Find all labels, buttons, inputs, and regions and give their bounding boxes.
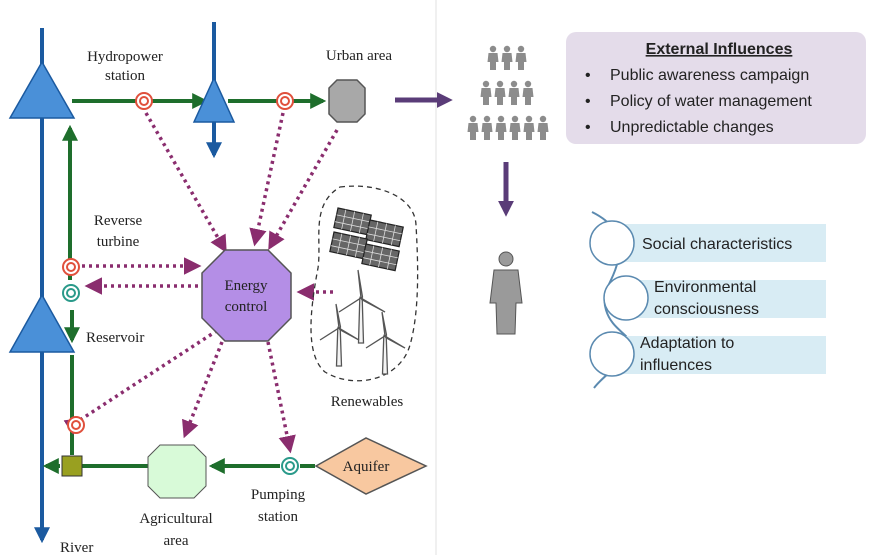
external-influences-title: External Influences	[646, 41, 793, 58]
hydropower-turbine	[192, 76, 236, 123]
individual-icon	[489, 251, 523, 335]
urban-area-label: Urban area	[326, 48, 393, 64]
reservoir-pump-icon	[62, 284, 80, 302]
pumping-station-label-line1: Pumping	[251, 487, 306, 503]
energy-control-label-line1: Energy	[224, 278, 268, 294]
characteristic-circle	[603, 275, 649, 321]
reservoir-label: Reservoir	[86, 330, 144, 346]
hydropower-station-label-line2: station	[105, 68, 145, 84]
characteristic-circle	[589, 331, 635, 377]
hydropower-station-label-line1: Hydropower	[87, 49, 163, 65]
upper-reservoir	[8, 60, 76, 119]
urban-station-icon	[276, 92, 294, 110]
characteristic-box	[634, 280, 826, 318]
characteristic-label: consciousness	[654, 301, 759, 318]
reverse-turbine-label-line2: turbine	[97, 234, 140, 250]
agricultural-area-node	[147, 444, 207, 499]
aquifer-label: Aquifer	[343, 459, 390, 475]
lower-station-icon	[67, 416, 85, 434]
energy-flows	[63, 112, 339, 454]
wind-turbine-icon	[319, 269, 406, 375]
renewables-region	[310, 185, 419, 382]
characteristic-label: influences	[640, 357, 712, 374]
agricultural-area-label-line1: Agricultural	[139, 511, 212, 527]
reverse-turbine-label-line1: Reverse	[94, 213, 143, 229]
population-icon	[467, 45, 549, 140]
hydropower-station-icon	[135, 92, 153, 110]
solar-panel-icon	[329, 207, 404, 272]
energy-control-node	[201, 249, 292, 342]
bullet: •	[585, 67, 591, 84]
pumping-station-icon	[281, 457, 299, 475]
characteristic-box	[606, 224, 826, 262]
urban-area-node	[328, 79, 366, 123]
influence-item: Unpredictable changes	[610, 119, 774, 136]
reservoir-triangle	[8, 293, 76, 353]
influence-item: Public awareness campaign	[610, 67, 809, 84]
energy-control-label-line2: control	[225, 299, 268, 315]
river-label: River	[60, 540, 93, 555]
characteristic-label: Social characteristics	[642, 236, 792, 253]
pumping-station-label-line2: station	[258, 509, 298, 525]
characteristic-label: Environmental	[654, 279, 756, 296]
characteristic-label: Adaptation to	[640, 335, 734, 352]
aquifer-node	[314, 437, 428, 495]
renewables-label: Renewables	[331, 394, 404, 410]
bullet: •	[585, 93, 591, 110]
characteristic-box	[608, 336, 826, 374]
external-influences-box	[566, 32, 866, 144]
agricultural-area-label-line2: area	[164, 533, 189, 549]
bullet: •	[585, 119, 591, 136]
junction-node	[61, 455, 83, 477]
characteristic-circle	[589, 220, 635, 266]
influence-item: Policy of water management	[610, 93, 812, 110]
water-pipes	[42, 93, 327, 474]
reverse-turbine-icon	[62, 258, 80, 276]
